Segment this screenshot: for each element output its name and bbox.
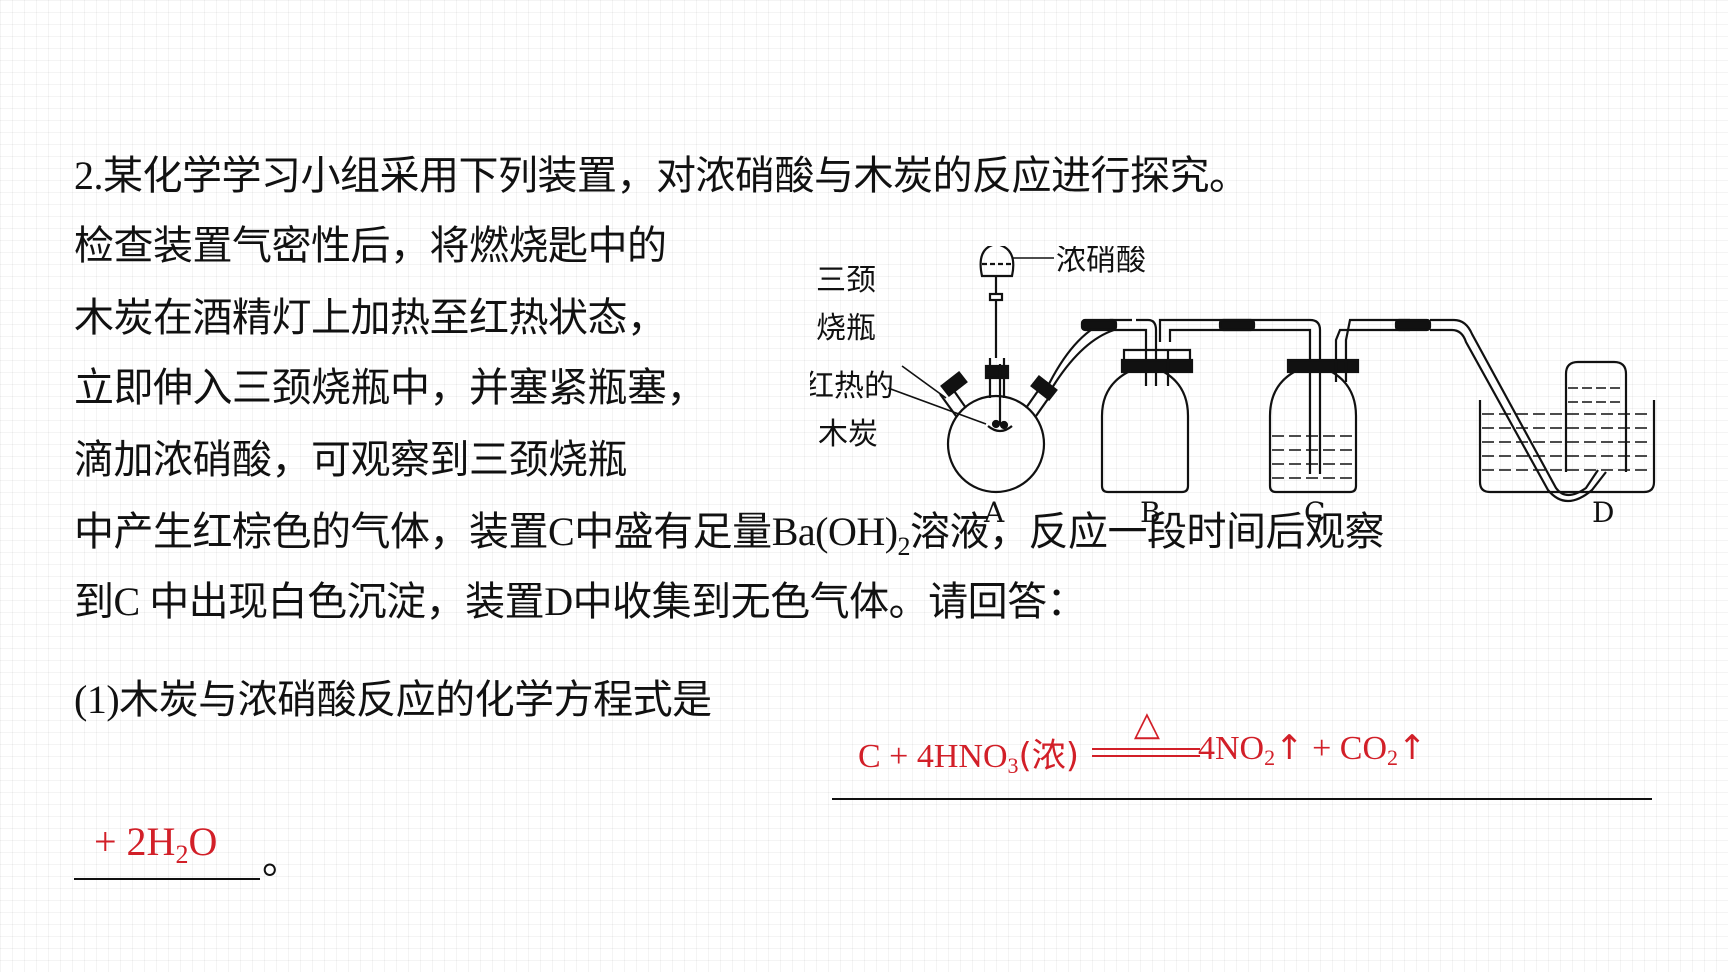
bottle-b-stopper <box>1120 358 1194 374</box>
question-line-3: 木炭在酒精灯上加热至红热状态， <box>74 295 667 341</box>
answer-subscript: 3 <box>1007 753 1019 778</box>
text-segment: 中出现白色沉淀，装置 <box>149 579 545 625</box>
label-b: B <box>1140 496 1161 526</box>
collection-bottle-water <box>1568 387 1624 403</box>
leader-flask <box>901 365 947 399</box>
answer-segment: + 2H <box>94 819 176 864</box>
gas-arrow-icon: ↑ <box>1275 728 1304 768</box>
part1-prompt: (1)木炭与浓硝酸反应的化学方程式是 <box>74 676 712 724</box>
label-d: D <box>1592 496 1614 526</box>
apparatus-c-ref: C <box>548 509 575 554</box>
apparatus-d-ref: D <box>544 579 573 624</box>
answer-state: (浓) <box>1018 736 1080 776</box>
baoh2-formula: Ba(OH)2 <box>771 509 911 560</box>
rubber-joint-3 <box>1394 318 1432 332</box>
tube-into-b <box>1136 318 1158 386</box>
stopper-right <box>1030 374 1058 402</box>
answer-equation-rhs: 4NO2↑ + CO2↑ <box>1198 728 1427 770</box>
apparatus-diagram: 三颈 烧瓶 红热的 木炭 浓硝酸 A B C D <box>810 246 1656 526</box>
coal-piece <box>999 420 1009 430</box>
reaction-condition-heat: △ <box>1133 706 1161 743</box>
question-line-6: 中产生红棕色的气体，装置C中盛有足量Ba(OH)2溶液，反应一段时间后观察 <box>74 508 1385 560</box>
part1-number: (1) <box>74 677 120 722</box>
question-line-5: 滴加浓硝酸，可观察到三颈烧瓶 <box>74 437 628 483</box>
rubber-joint-1 <box>1080 318 1118 332</box>
part1-text: 木炭与浓硝酸反应的化学方程式是 <box>119 677 712 723</box>
collection-bottle <box>1564 360 1628 472</box>
part1-end-mark: 。 <box>262 837 302 883</box>
rubber-joint-2 <box>1218 318 1256 332</box>
apparatus-c-ref: C <box>113 579 150 624</box>
equals-sign <box>1092 748 1200 757</box>
tube-c-to-d <box>1334 318 1410 382</box>
answer-segment: O <box>188 819 218 864</box>
text-segment: 中产生红棕色的气体，装置 <box>74 509 549 555</box>
formula-subscript: 2 <box>897 532 911 561</box>
label-three-neck-2: 烧瓶 <box>816 311 876 346</box>
question-intro: 某化学学习小组采用下列装置，对浓硝酸与木炭的反应进行探究。 <box>103 153 1249 199</box>
answer-segment: C + 4HNO <box>858 738 1008 775</box>
gas-arrow-icon: ↑ <box>1398 728 1427 768</box>
formula-main: Ba(OH) <box>771 509 898 554</box>
question-number: 2. <box>74 153 104 198</box>
label-conc-nitric-acid: 浓硝酸 <box>1056 246 1146 278</box>
bottle-c <box>1268 371 1358 494</box>
stopper-center <box>984 364 1010 380</box>
solution-c <box>1272 435 1354 479</box>
answer-blank-1[interactable] <box>832 798 1652 800</box>
question-line-2: 检查装置气密性后，将燃烧匙中的 <box>74 223 667 269</box>
answer-segment: 4NO <box>1198 730 1265 767</box>
label-three-neck-1: 三颈 <box>816 263 876 298</box>
water-trough <box>1478 400 1656 494</box>
answer-subscript: 2 <box>1264 745 1276 770</box>
question-line-4: 立即伸入三颈烧瓶中，并塞紧瓶塞， <box>74 365 707 411</box>
answer-blank-2[interactable] <box>74 878 260 880</box>
label-a: A <box>983 496 1005 526</box>
question-line-7: 到C 中出现白色沉淀，装置D中收集到无色气体。请回答： <box>74 578 1087 626</box>
leader-coal <box>887 387 987 425</box>
answer-line-2: + 2H2O <box>94 818 218 868</box>
text-segment: 中盛有足量 <box>574 509 772 555</box>
bottle-c-stopper <box>1286 358 1360 374</box>
text-segment: 溶液，反应一段时间后观察 <box>910 509 1385 555</box>
label-c: C <box>1304 496 1325 526</box>
tube-into-c <box>1250 318 1322 474</box>
stopper-left <box>940 370 968 398</box>
answer-subscript: 2 <box>1387 745 1399 770</box>
text-segment: 中收集到无色气体。请回答： <box>572 579 1087 625</box>
answer-equation-lhs: C + 4HNO3(浓) <box>858 728 1079 777</box>
label-coal-2: 木炭 <box>818 417 878 452</box>
answer-segment: + CO <box>1303 730 1388 767</box>
three-neck-flask-body <box>946 394 1046 494</box>
answer-subscript: 2 <box>175 840 189 869</box>
text-segment: 到 <box>74 579 114 625</box>
tube-into-d <box>1430 318 1607 503</box>
stopcock <box>988 292 1004 302</box>
question-line-1: 2.某化学学习小组采用下列装置，对浓硝酸与木炭的反应进行探究。 <box>74 152 1249 200</box>
spoon-bowl <box>987 425 1013 433</box>
separatory-funnel <box>979 246 1015 278</box>
bottle-b <box>1100 371 1190 494</box>
label-coal-1: 红热的 <box>810 369 894 404</box>
coal-piece <box>991 419 1001 429</box>
